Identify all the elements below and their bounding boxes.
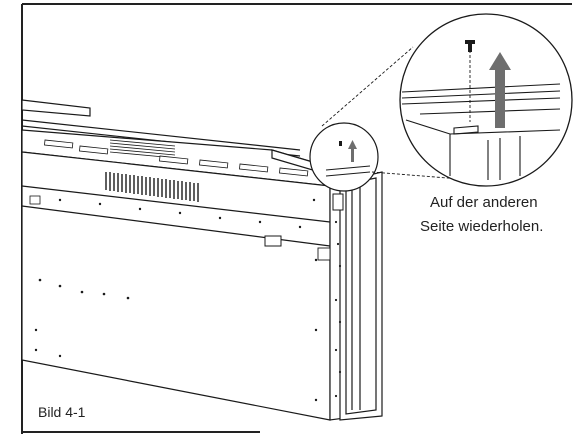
fireplace-back-panel bbox=[21, 151, 331, 421]
screw-icon bbox=[465, 40, 475, 52]
rear-vent-grille bbox=[105, 172, 199, 202]
small-screw-icon bbox=[339, 141, 342, 146]
instruction-text-line1: Auf der anderen bbox=[430, 194, 538, 211]
large-up-arrow-icon bbox=[489, 52, 511, 128]
screw-dots bbox=[34, 198, 318, 402]
side-rivets bbox=[334, 220, 342, 398]
top-brackets bbox=[44, 139, 309, 177]
small-up-arrow-icon bbox=[348, 140, 357, 162]
instruction-text-line2: Seite wiederholen. bbox=[420, 218, 544, 235]
detail-circle-large bbox=[399, 13, 573, 187]
detail-circle-small bbox=[309, 122, 379, 192]
top-vent-slots bbox=[109, 139, 176, 159]
figure-label: Bild 4-1 bbox=[38, 404, 86, 420]
connector-plate bbox=[264, 235, 282, 247]
